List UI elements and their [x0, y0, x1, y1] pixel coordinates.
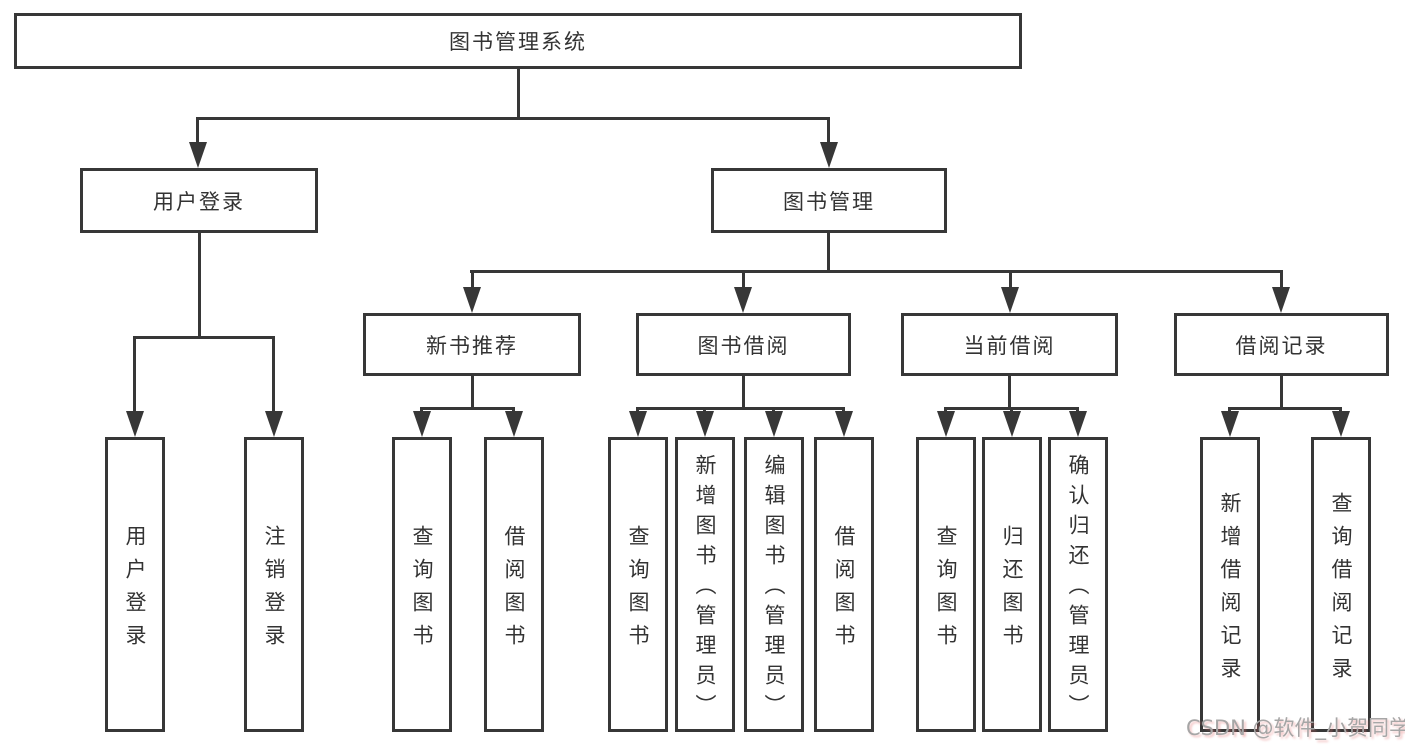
node-book-management: 图书管理 [711, 168, 947, 233]
connector-vline [1339, 407, 1342, 414]
connector-hline [133, 336, 275, 339]
leaf-label: 归还图书 [1000, 524, 1024, 657]
connector-vline [944, 407, 947, 414]
connector-vline [772, 407, 775, 414]
leaf-logout: 注销登录 [244, 437, 304, 732]
arrow-down-icon [1003, 411, 1021, 437]
connector-hline [470, 270, 1283, 273]
connector-vline [1010, 407, 1013, 414]
connector-hline [420, 407, 515, 410]
connector-hline [1228, 407, 1342, 410]
connector-vline [742, 270, 745, 289]
arrow-down-icon [463, 287, 481, 313]
leaf-query-books-borrowing: 查询图书 [608, 437, 668, 732]
connector-vline [471, 376, 474, 409]
connector-vline [842, 407, 845, 414]
arrow-down-icon [734, 287, 752, 313]
arrow-down-icon [505, 411, 523, 437]
node-book-borrowing: 图书借阅 [636, 313, 851, 376]
arrow-down-icon [1272, 287, 1290, 313]
connector-vline [703, 407, 706, 414]
leaf-label: 用户登录 [123, 524, 147, 657]
arrow-down-icon [1001, 287, 1019, 313]
arrow-down-icon [937, 411, 955, 437]
arrow-down-icon [265, 411, 283, 437]
connector-vline [1008, 376, 1011, 409]
connector-hline [196, 117, 830, 120]
node-current-borrowing: 当前借阅 [901, 313, 1118, 376]
leaf-user-login: 用户登录 [105, 437, 165, 732]
connector-vline [196, 117, 199, 144]
connector-vline [420, 407, 423, 414]
connector-vline [1280, 376, 1283, 409]
leaf-edit-books-admin: 编辑图书（管理员） [744, 437, 804, 732]
arrow-down-icon [126, 411, 144, 437]
leaf-label: 编辑图书（管理员） [762, 454, 786, 724]
arrow-down-icon [820, 142, 838, 168]
leaf-query-borrow-record: 查询借阅记录 [1311, 437, 1371, 732]
leaf-borrow-books-borrowing: 借阅图书 [814, 437, 874, 732]
leaf-label: 新增图书（管理员） [693, 454, 717, 724]
node-library-management-system: 图书管理系统 [14, 13, 1022, 69]
arrow-down-icon [765, 411, 783, 437]
connector-vline [272, 336, 275, 413]
arrow-down-icon [1069, 411, 1087, 437]
connector-vline [827, 117, 830, 144]
arrow-down-icon [189, 142, 207, 168]
leaf-add-borrow-record: 新增借阅记录 [1200, 437, 1260, 732]
leaf-label: 借阅图书 [502, 524, 526, 657]
leaf-label: 新增借阅记录 [1218, 491, 1242, 690]
connector-vline [1076, 407, 1079, 414]
leaf-label: 注销登录 [262, 524, 286, 657]
connector-vline [471, 270, 474, 289]
leaf-label: 查询借阅记录 [1329, 491, 1353, 690]
arrow-down-icon [1221, 411, 1239, 437]
leaf-query-books-recommend: 查询图书 [392, 437, 452, 732]
connector-vline [636, 407, 639, 414]
connector-vline [133, 336, 136, 413]
connector-vline [512, 407, 515, 414]
leaf-return-books: 归还图书 [982, 437, 1042, 732]
arrow-down-icon [629, 411, 647, 437]
arrow-down-icon [835, 411, 853, 437]
leaf-label: 确认归还（管理员） [1066, 454, 1090, 724]
connector-vline [517, 69, 520, 117]
watermark: CSDN @软件_小贺同学 [1186, 716, 1405, 740]
leaf-borrow-books-recommend: 借阅图书 [484, 437, 544, 732]
leaf-confirm-return-admin: 确认归还（管理员） [1048, 437, 1108, 732]
connector-vline [827, 233, 830, 272]
arrow-down-icon [413, 411, 431, 437]
leaf-add-books-admin: 新增图书（管理员） [675, 437, 735, 732]
arrow-down-icon [696, 411, 714, 437]
node-borrowing-records: 借阅记录 [1174, 313, 1389, 376]
connector-vline [198, 233, 201, 338]
leaf-label: 查询图书 [626, 524, 650, 657]
connector-vline [742, 376, 745, 409]
connector-vline [1280, 270, 1283, 289]
node-user-login: 用户登录 [80, 168, 318, 233]
leaf-label: 查询图书 [934, 524, 958, 657]
connector-vline [1009, 270, 1012, 289]
leaf-query-books-current: 查询图书 [916, 437, 976, 732]
leaf-label: 查询图书 [410, 524, 434, 657]
connector-vline [1228, 407, 1231, 414]
node-new-book-recommendation: 新书推荐 [363, 313, 581, 376]
arrow-down-icon [1332, 411, 1350, 437]
leaf-label: 借阅图书 [832, 524, 856, 657]
connector-hline [636, 407, 845, 410]
